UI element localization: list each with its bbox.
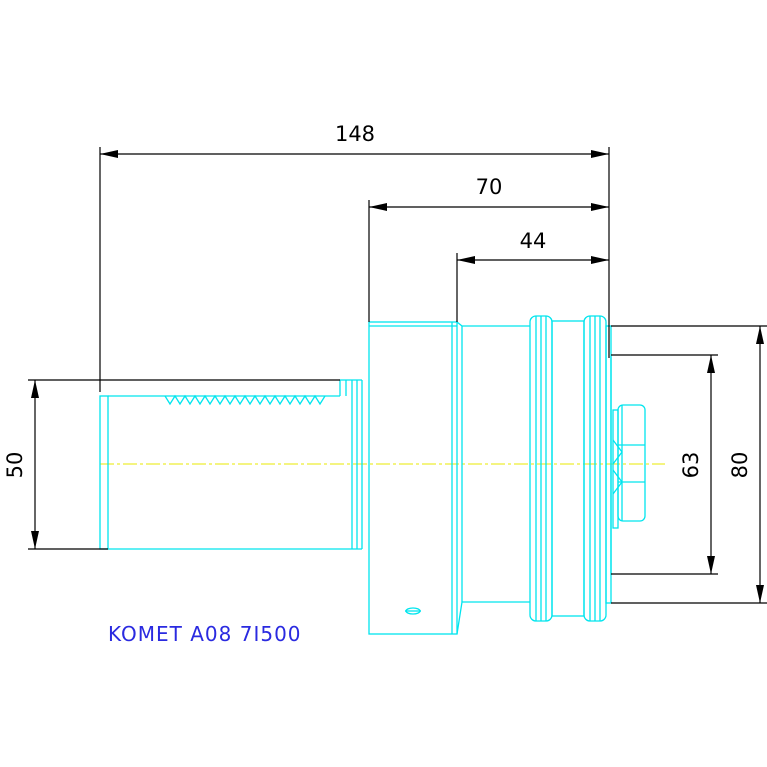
groove-rings xyxy=(529,315,607,622)
dim-148-label: 148 xyxy=(335,122,375,146)
dimension-44: 44 xyxy=(456,229,609,322)
dim-50-label: 50 xyxy=(3,452,27,479)
dimension-148: 148 xyxy=(99,122,610,392)
dim-44-label: 44 xyxy=(520,229,547,253)
dimension-70: 70 xyxy=(368,175,609,322)
dimension-63: 63 xyxy=(611,354,718,575)
part-label: KOMET A08 7I500 xyxy=(108,622,302,646)
dim-63-label: 63 xyxy=(679,452,703,479)
dim-70-label: 70 xyxy=(476,175,503,199)
dim-80-label: 80 xyxy=(728,452,752,479)
thread-teeth xyxy=(164,394,326,406)
tool-holder-outline xyxy=(99,315,646,635)
body-section xyxy=(456,321,530,635)
threaded-shank xyxy=(99,379,363,550)
dimension-80: 80 xyxy=(611,325,767,604)
dimension-50: 50 xyxy=(3,379,340,550)
collar-block xyxy=(368,321,458,635)
coolant-pin xyxy=(612,404,646,522)
